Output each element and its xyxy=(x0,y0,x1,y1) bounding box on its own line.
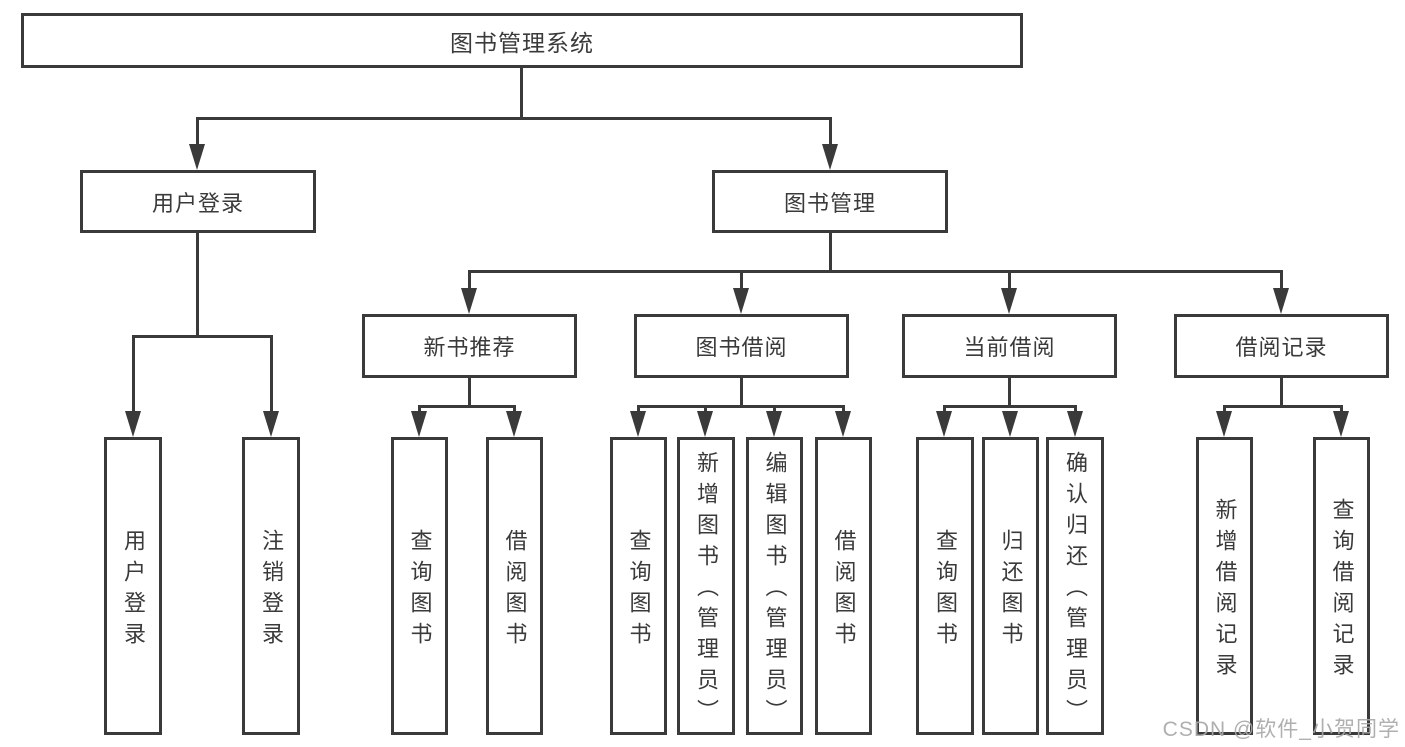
arrowhead-icon xyxy=(733,288,749,314)
connector-line xyxy=(1280,270,1283,290)
leaf-logout: 注销登录 xyxy=(242,437,300,735)
arrowhead-icon xyxy=(630,411,646,437)
connector-line xyxy=(196,231,199,338)
connector-line xyxy=(1008,270,1011,290)
leaf-return-books: 归还图书 xyxy=(982,437,1039,735)
leaf-query-borrow-record: 查询借阅记录 xyxy=(1313,437,1370,735)
node-book-management: 图书管理 xyxy=(712,170,948,233)
leaf-label: 注销登录 xyxy=(259,528,284,653)
node-new-book-recommend: 新书推荐 xyxy=(362,314,577,378)
leaf-borrow-books-borrowing: 借阅图书 xyxy=(815,437,872,735)
leaf-query-books-borrowing: 查询图书 xyxy=(610,437,667,735)
connector-line xyxy=(829,231,832,273)
connector-line xyxy=(1340,405,1343,413)
leaf-label: 查询图书 xyxy=(933,528,958,653)
node-book-borrowing: 图书借阅 xyxy=(634,314,849,378)
leaf-label: 借阅图书 xyxy=(831,528,857,653)
node-label: 借阅记录 xyxy=(1235,335,1328,360)
node-label: 图书管理系统 xyxy=(450,29,594,56)
node-label: 图书借阅 xyxy=(695,335,788,360)
leaf-label: 查询图书 xyxy=(626,528,652,653)
node-label: 新书推荐 xyxy=(423,335,516,360)
node-borrowing-records: 借阅记录 xyxy=(1174,314,1389,378)
leaf-label: 查询借阅记录 xyxy=(1329,497,1355,684)
connector-line xyxy=(418,405,421,413)
connector-line xyxy=(829,117,832,147)
leaf-label: 查询图书 xyxy=(407,528,433,653)
arrowhead-icon xyxy=(1333,411,1349,437)
connector-line xyxy=(513,405,516,413)
arrowhead-icon xyxy=(697,411,713,437)
connector-line xyxy=(196,117,832,120)
connector-line xyxy=(740,270,743,290)
leaf-user-login: 用户登录 xyxy=(104,437,162,735)
arrowhead-icon xyxy=(461,288,477,314)
connector-line xyxy=(1280,376,1283,408)
arrowhead-icon xyxy=(1067,411,1083,437)
connector-line xyxy=(1223,405,1343,408)
connector-line xyxy=(468,270,1283,273)
arrowhead-icon xyxy=(263,411,279,437)
connector-line xyxy=(1223,405,1226,413)
leaf-label: 确认归还（管理员） xyxy=(1063,451,1088,730)
leaf-edit-books-admin: 编辑图书（管理员） xyxy=(746,437,803,735)
connector-line xyxy=(1074,405,1077,413)
node-library-system: 图书管理系统 xyxy=(21,13,1023,68)
connector-line xyxy=(842,405,845,413)
connector-line xyxy=(132,335,135,413)
connector-line xyxy=(520,66,523,119)
arrowhead-icon xyxy=(936,411,952,437)
leaf-query-books-recommend: 查询图书 xyxy=(391,437,448,735)
node-label: 图书管理 xyxy=(783,190,876,216)
connector-line xyxy=(740,376,743,408)
arrowhead-icon xyxy=(506,411,522,437)
leaf-label: 编辑图书（管理员） xyxy=(762,451,788,730)
arrowhead-icon xyxy=(189,144,205,170)
leaf-add-books-admin: 新增图书（管理员） xyxy=(677,437,735,735)
arrowhead-icon xyxy=(766,411,782,437)
csdn-watermark: CSDN @软件_小贺同学 xyxy=(1162,718,1400,741)
node-label: 当前借阅 xyxy=(963,335,1056,360)
connector-line xyxy=(418,405,516,408)
leaf-add-borrow-record: 新增借阅记录 xyxy=(1196,437,1253,735)
connector-line xyxy=(1008,376,1011,408)
node-current-borrowing: 当前借阅 xyxy=(902,314,1117,378)
leaf-query-books-current: 查询图书 xyxy=(916,437,974,735)
node-user-login: 用户登录 xyxy=(80,170,316,233)
connector-line xyxy=(773,405,776,413)
connector-line xyxy=(943,405,1077,408)
connector-line xyxy=(270,335,273,413)
arrowhead-icon xyxy=(1216,411,1232,437)
leaf-borrow-books-recommend: 借阅图书 xyxy=(486,437,543,735)
arrowhead-icon xyxy=(822,144,838,170)
connector-line xyxy=(704,405,707,413)
connector-line xyxy=(637,405,845,408)
leaf-label: 归还图书 xyxy=(998,528,1024,653)
arrowhead-icon xyxy=(1001,288,1017,314)
leaf-label: 用户登录 xyxy=(121,528,146,653)
arrowhead-icon xyxy=(1273,288,1289,314)
connector-line xyxy=(132,335,273,338)
arrowhead-icon xyxy=(1002,411,1018,437)
connector-line xyxy=(637,405,640,413)
connector-line xyxy=(468,376,471,408)
connector-line xyxy=(196,117,199,147)
arrowhead-icon xyxy=(835,411,851,437)
arrowhead-icon xyxy=(411,411,427,437)
leaf-label: 新增图书（管理员） xyxy=(694,451,719,730)
connector-line xyxy=(468,270,471,290)
leaf-label: 借阅图书 xyxy=(502,528,528,653)
connector-line xyxy=(943,405,946,413)
leaf-label: 新增借阅记录 xyxy=(1212,497,1238,684)
arrowhead-icon xyxy=(125,411,141,437)
leaf-confirm-return-admin: 确认归还（管理员） xyxy=(1046,437,1104,735)
node-label: 用户登录 xyxy=(151,190,244,216)
